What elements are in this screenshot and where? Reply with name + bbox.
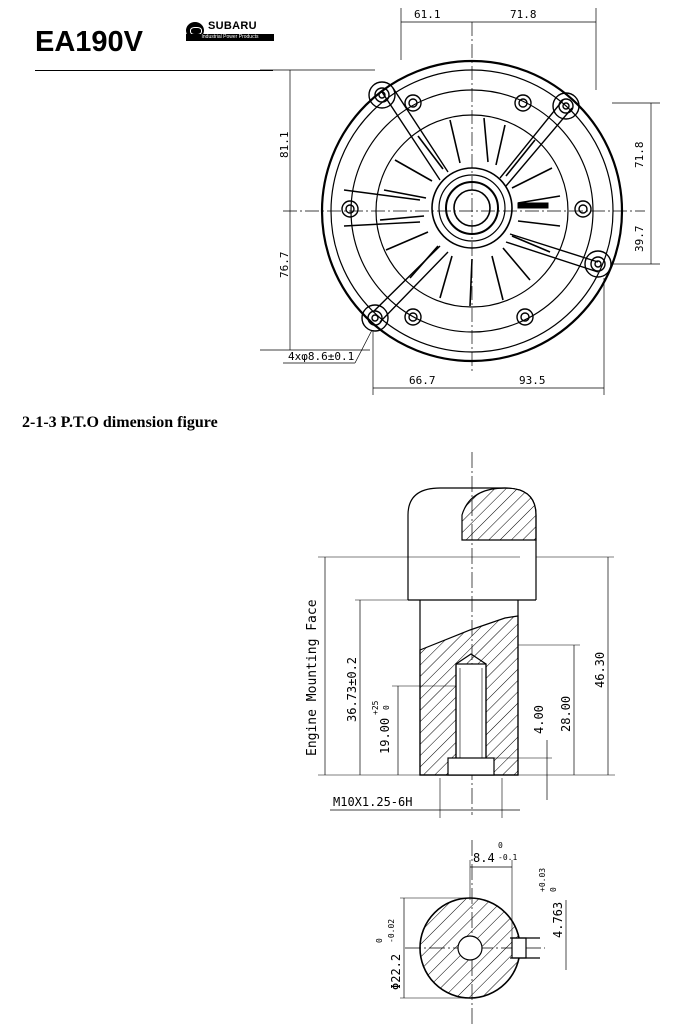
subaru-logo: SUBARU Industrial Power Products bbox=[186, 20, 274, 41]
dia-tol-upper: 0 bbox=[375, 938, 384, 943]
dim-left-upper: 81.1 bbox=[278, 132, 291, 159]
dia-tol-lower: -0.02 bbox=[387, 919, 396, 943]
brand-name: SUBARU bbox=[208, 20, 257, 32]
section-heading: 2-1-3 P.T.O dimension figure bbox=[22, 414, 218, 431]
dim-8-4-tol-lower: -0.1 bbox=[498, 853, 517, 862]
dim-4-763: 4.763 bbox=[551, 902, 565, 938]
thread-label: M10X1.25-6H bbox=[333, 795, 412, 809]
dim-19-tol-upper: +25 bbox=[371, 700, 380, 715]
model-title: EA190V bbox=[35, 26, 144, 58]
dim-top-left: 61.1 bbox=[414, 8, 441, 21]
dia-label: Φ22.2 bbox=[389, 954, 403, 990]
dim-4: 4.00 bbox=[532, 705, 546, 734]
dim-top-right: 71.8 bbox=[510, 8, 537, 21]
dim-36: 36.73±0.2 bbox=[345, 657, 359, 722]
dim-bottom-right: 93.5 bbox=[519, 374, 546, 387]
dim-right-upper: 71.8 bbox=[633, 142, 646, 169]
dim-19: 19.00 bbox=[378, 718, 392, 754]
dim-28: 28.00 bbox=[559, 696, 573, 732]
dim-8-4-tol-upper: 0 bbox=[498, 841, 503, 850]
dim-bottom-left: 66.7 bbox=[409, 374, 436, 387]
mount-face-label: Engine Mounting Face bbox=[305, 599, 320, 756]
pto-end-drawing: 8.4 0 -0.1 4.763 +0.03 0 Φ22.2 0 -0.02 bbox=[375, 840, 567, 1025]
brand-subtitle: Industrial Power Products bbox=[186, 34, 274, 41]
hole-callout: 4xφ8.6±0.1 bbox=[288, 350, 354, 363]
dim-right-lower: 39.7 bbox=[633, 226, 646, 253]
pto-side-drawing: Engine Mounting Face 36.73±0.2 19.00 +25… bbox=[305, 452, 615, 818]
dim-19-tol-lower: 0 bbox=[382, 705, 391, 710]
title-underline bbox=[35, 70, 273, 71]
dim-46: 46.30 bbox=[593, 652, 607, 688]
dim-left-lower: 76.7 bbox=[278, 252, 291, 279]
engine-top-view-drawing: 61.1 71.8 81.1 76.7 71.8 39.7 4xφ8.6±0.1… bbox=[260, 8, 660, 395]
dim-8-4: 8.4 bbox=[473, 851, 495, 865]
dim-4-763-tol-lower: 0 bbox=[549, 887, 558, 892]
dim-4-763-tol-upper: +0.03 bbox=[538, 868, 547, 892]
